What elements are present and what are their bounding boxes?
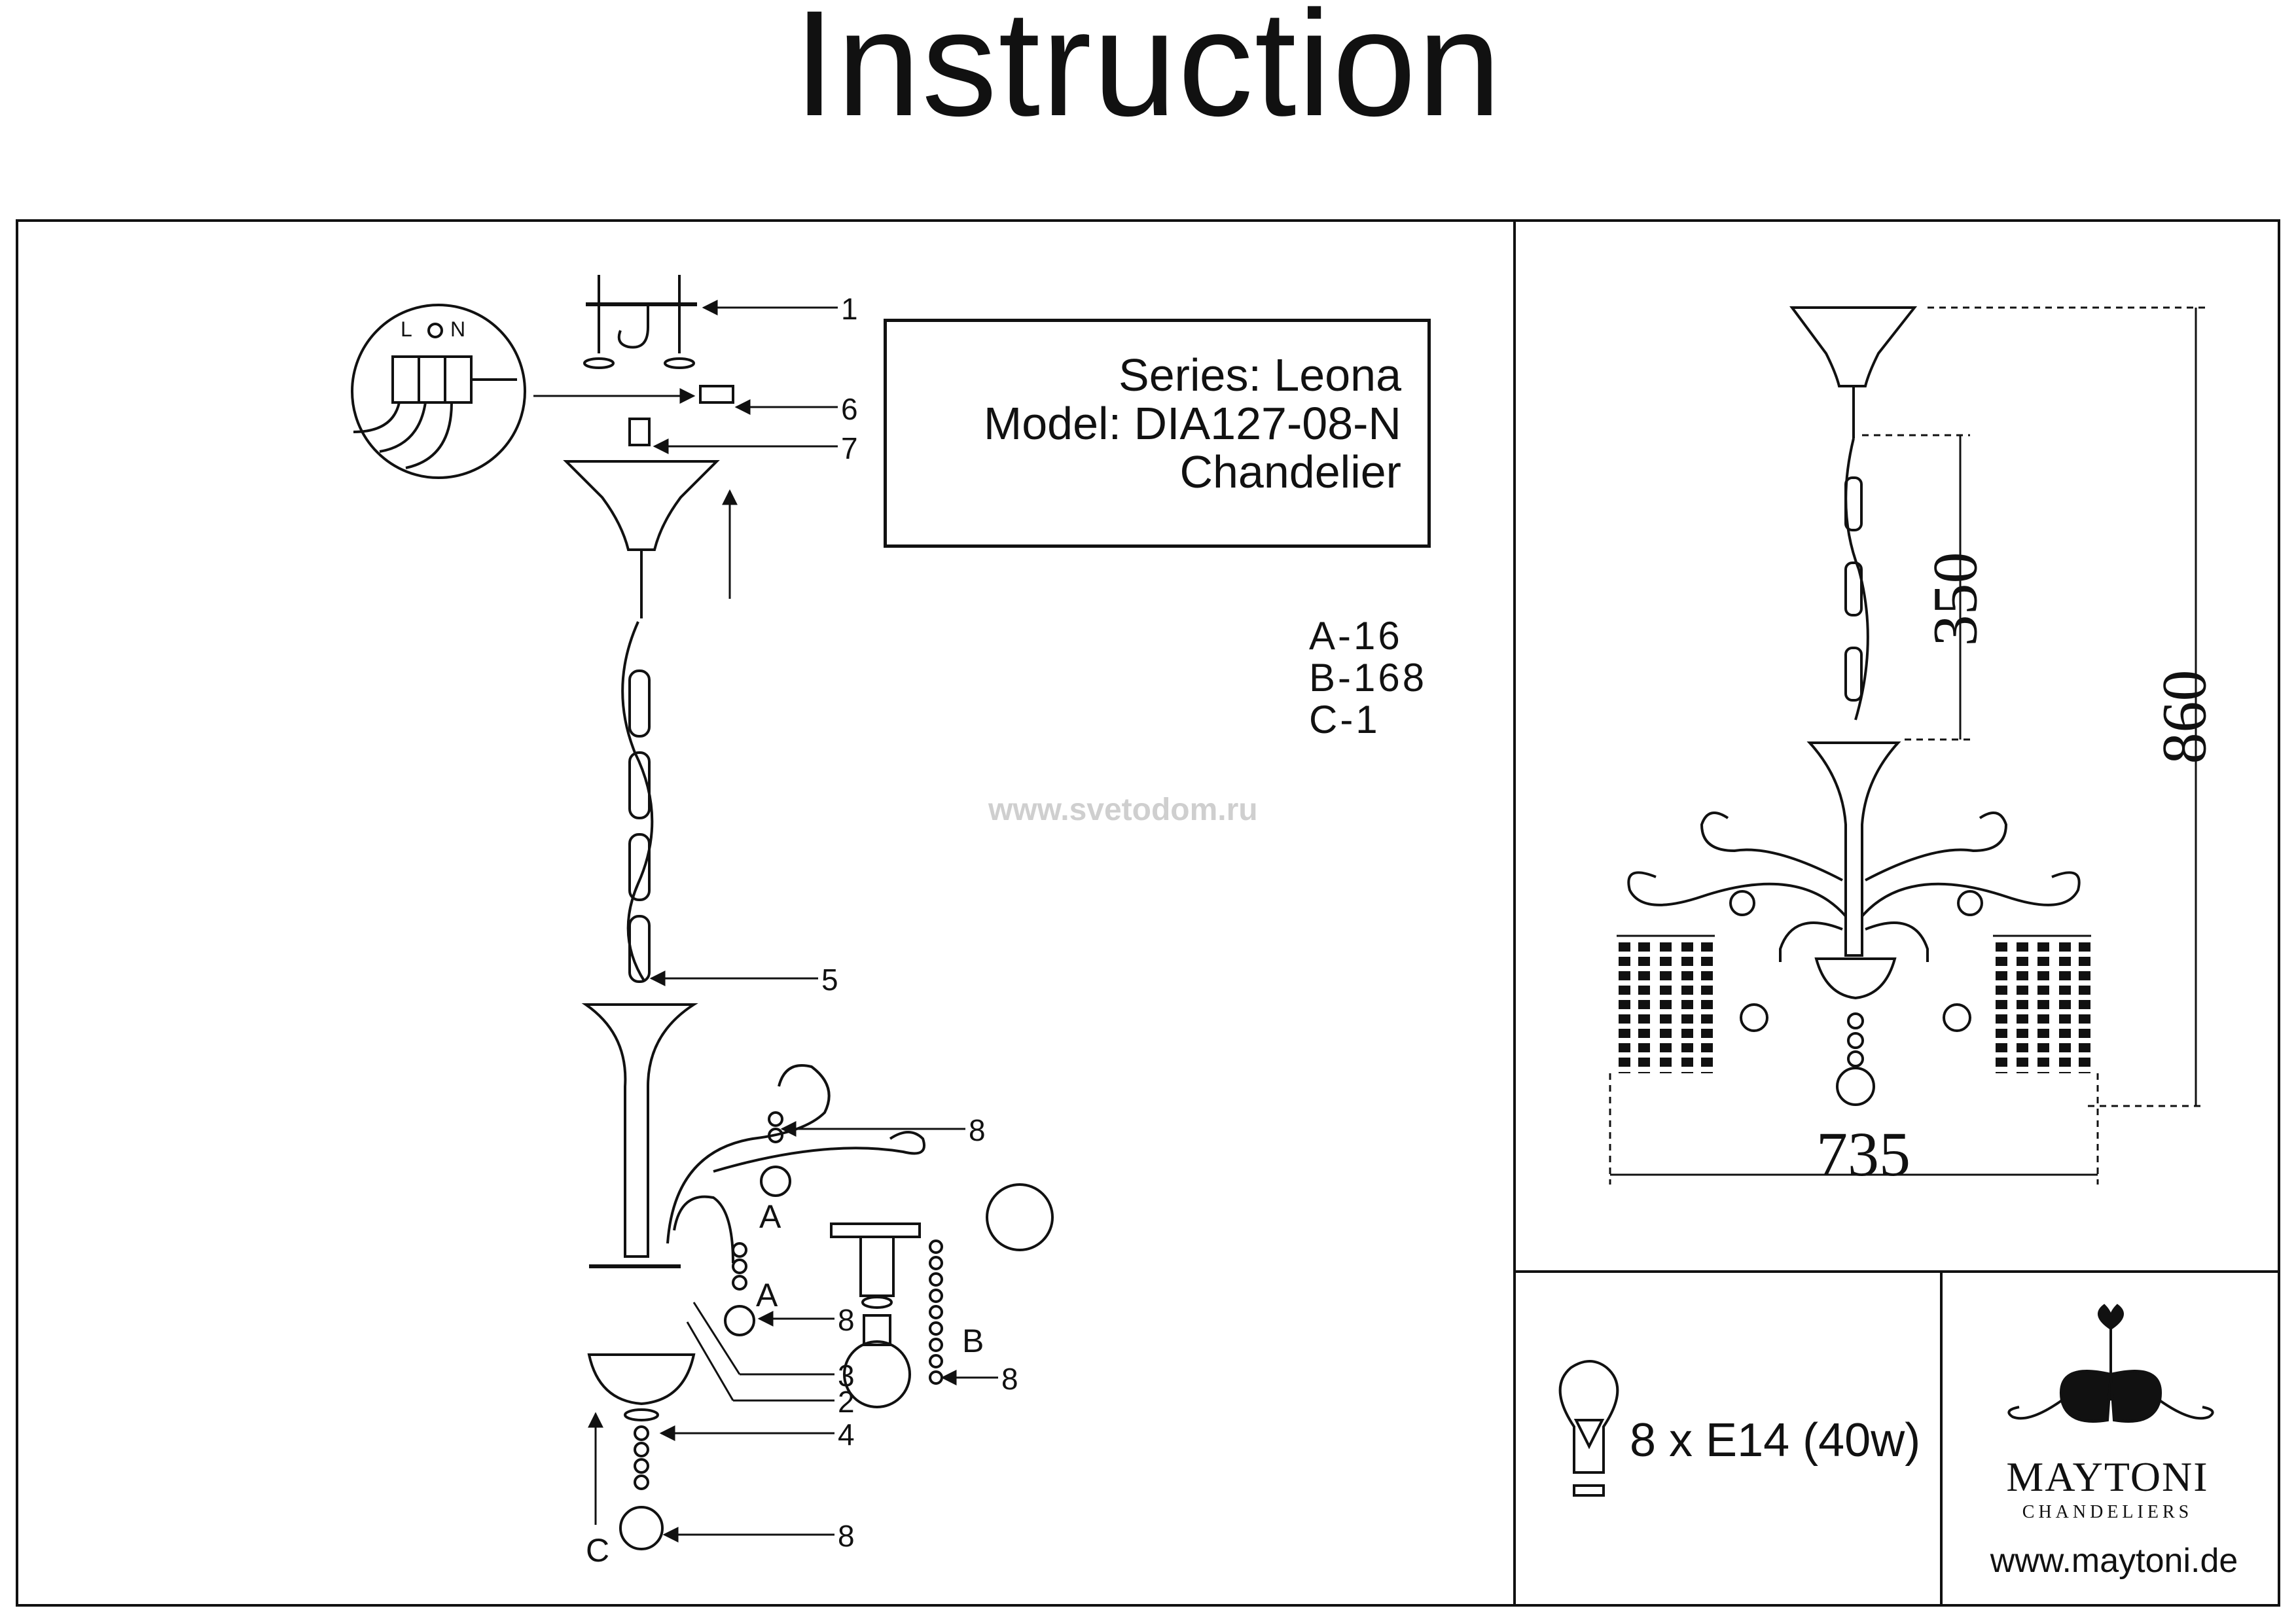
label-b: B bbox=[962, 1323, 984, 1359]
brand-website: www.maytoni.de bbox=[1990, 1542, 2238, 1580]
callout-8-arm: 8 bbox=[969, 1113, 986, 1147]
brand-name: MAYTONI bbox=[2006, 1454, 2209, 1500]
part-a-count: A-16 bbox=[1309, 614, 1403, 658]
model-info-box: Series: Leona Model: DIA127-08-N Chandel… bbox=[884, 319, 1431, 548]
label-a-upper: A bbox=[759, 1198, 781, 1235]
callout-8-drop: 8 bbox=[838, 1303, 855, 1337]
series-label: Series: Leona bbox=[1119, 349, 1401, 401]
wiring-detail-icon bbox=[351, 304, 526, 479]
parts-list: A-16 B-168 C-1 bbox=[1309, 615, 1427, 741]
label-c: C bbox=[586, 1532, 610, 1569]
callout-7: 7 bbox=[841, 431, 858, 465]
wire-connector bbox=[628, 418, 651, 446]
bulb-spec: 8 x E14 (40w) bbox=[1630, 1414, 1921, 1467]
socket-and-bulb bbox=[830, 1222, 921, 1408]
type-label: Chandelier bbox=[1179, 446, 1401, 497]
label-a-lower: A bbox=[756, 1277, 778, 1313]
central-stem bbox=[581, 1003, 698, 1268]
chain bbox=[621, 621, 654, 983]
dimension-width: 735 bbox=[1816, 1119, 1910, 1189]
callout-8-bottom: 8 bbox=[838, 1519, 855, 1553]
brand-logo bbox=[2007, 1304, 2214, 1423]
mounting-bracket bbox=[583, 275, 697, 369]
callout-2: 2 bbox=[838, 1385, 855, 1419]
brand-sub: CHANDELIERS bbox=[2022, 1502, 2193, 1522]
part-b-count: B-168 bbox=[1309, 656, 1427, 700]
model-label: Model: DIA127-08-N bbox=[983, 398, 1401, 449]
callout-leaders bbox=[533, 300, 998, 1543]
watermark: www.svetodom.ru bbox=[988, 793, 1258, 827]
dimension-lines bbox=[1609, 306, 2206, 1185]
arm bbox=[666, 1064, 925, 1264]
brand-panel bbox=[1940, 1270, 2280, 1607]
bulb-icon bbox=[1558, 1360, 1619, 1497]
callout-1: 1 bbox=[841, 292, 858, 326]
page-title: Instruction bbox=[793, 0, 1503, 147]
callout-6: 6 bbox=[841, 392, 858, 426]
part-c-count: C-1 bbox=[1309, 698, 1380, 741]
dimension-drawing bbox=[1617, 306, 2091, 1106]
callout-8-strand: 8 bbox=[1001, 1362, 1018, 1396]
wire-label-n: N bbox=[450, 317, 466, 341]
pendant-drops bbox=[724, 1111, 791, 1336]
callout-5: 5 bbox=[821, 963, 838, 997]
canopy bbox=[563, 460, 720, 618]
strand-hook-detail-icon bbox=[986, 1183, 1054, 1251]
callout-4: 4 bbox=[838, 1418, 855, 1452]
terminal-block bbox=[699, 385, 734, 404]
crystal-strand bbox=[929, 1240, 943, 1385]
wire-label-l: L bbox=[401, 317, 412, 341]
bottom-cup bbox=[587, 1353, 696, 1550]
